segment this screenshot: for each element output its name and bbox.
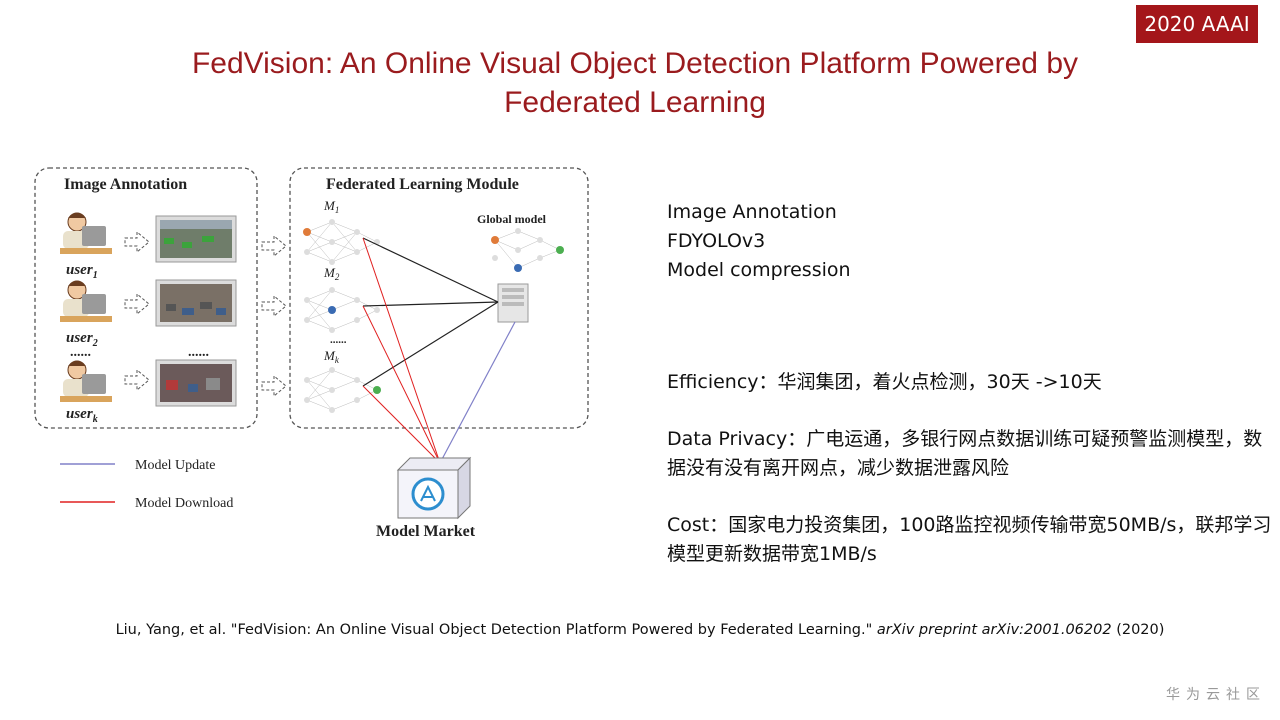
citation-year: (2020): [1111, 622, 1165, 638]
model-download-line: [362, 385, 441, 464]
server-to-market-line: [439, 321, 516, 464]
user-label: user: [66, 330, 93, 346]
feature-item: Model compression: [667, 259, 851, 281]
citation-main: Liu, Yang, et al. "FedVision: An Online …: [115, 622, 877, 638]
svg-text:M1: M1: [323, 198, 339, 215]
image-annotation-panel: [34, 167, 258, 429]
dashed-arrow-icon: [124, 292, 150, 316]
global-model-network: [491, 228, 564, 272]
slide-title: FedVision: An Online Visual Object Detec…: [191, 47, 1079, 119]
feature-list: Image Annotation FDYOLOv3 Model compress…: [667, 198, 851, 285]
local-model-network-k: [304, 367, 381, 413]
user-icon: [60, 280, 112, 322]
user-subscript: k: [93, 414, 98, 425]
user-subscript: 1: [93, 270, 98, 281]
annotated-image-thumbnail: [155, 215, 237, 263]
svg-text:user1: user1: [66, 262, 98, 281]
feature-item: FDYOLOv3: [667, 230, 766, 252]
user-label: user: [66, 262, 93, 278]
model-subscript: 1: [335, 205, 340, 215]
citation: Liu, Yang, et al. "FedVision: An Online …: [0, 622, 1280, 638]
model-update-line: [362, 301, 499, 307]
users-ellipsis: ......: [70, 345, 91, 360]
watermark: 华为云社区: [1166, 687, 1266, 703]
conference-badge: 2020 AAAI: [1136, 5, 1258, 43]
model-label: M: [323, 265, 336, 280]
model-update-line: [362, 301, 499, 387]
svg-text:user2: user2: [66, 330, 98, 349]
legend-update-label: Model Update: [135, 458, 215, 473]
model-market-icon: [396, 456, 472, 520]
legend-download-label: Model Download: [135, 496, 233, 511]
image-annotation-title: Image Annotation: [64, 176, 187, 193]
dashed-arrow-icon: [261, 374, 287, 398]
cost-paragraph: Cost：国家电力投资集团，100路监控视频传输带宽50MB/s，联邦学习模型更…: [667, 514, 1272, 565]
user-row-k: userk: [60, 359, 237, 425]
feature-item: Image Annotation: [667, 201, 837, 223]
annotated-image-thumbnail: [155, 279, 237, 327]
user-row-1: user1: [60, 212, 237, 281]
user-icon: [60, 360, 112, 402]
dashed-arrow-icon: [124, 368, 150, 392]
citation-journal: arXiv preprint arXiv:2001.06202: [876, 622, 1112, 638]
images-ellipsis: ......: [188, 345, 209, 360]
model-market-label: Model Market: [376, 523, 476, 540]
model-label: M: [323, 348, 336, 363]
svg-text:userk: userk: [66, 406, 98, 425]
user-subscript: 2: [92, 338, 98, 349]
model-label: M: [323, 198, 336, 213]
model-subscript: k: [335, 355, 340, 365]
fl-module-title: Federated Learning Module: [326, 176, 519, 193]
local-model-network-1: [303, 219, 380, 265]
svg-text:M2: M2: [323, 265, 340, 282]
model-download-line: [362, 237, 441, 464]
global-model-label: Global model: [477, 212, 547, 226]
models-ellipsis: ......: [330, 334, 347, 346]
dashed-arrow-icon: [261, 234, 287, 258]
privacy-paragraph: Data Privacy：广电运通，多银行网点数据训练可疑预警监测模型，数据没有…: [667, 428, 1263, 479]
svg-text:Mk: Mk: [323, 348, 340, 365]
model-download-line: [362, 305, 441, 464]
annotated-image-thumbnail: [155, 359, 237, 407]
dashed-arrow-icon: [261, 294, 287, 318]
user-row-2: user2: [60, 279, 237, 349]
dashed-arrow-icon: [124, 230, 150, 254]
efficiency-paragraph: Efficiency：华润集团，着火点检测，30天 ->10天: [667, 371, 1102, 393]
local-model-network-2: [304, 287, 380, 333]
model-subscript: 2: [335, 272, 340, 282]
fl-module-panel: [289, 167, 589, 429]
fedvision-diagram: Image Annotation Federated Learning Modu…: [34, 167, 589, 540]
server-icon: [497, 283, 529, 323]
model-update-line: [362, 237, 499, 303]
user-icon: [60, 212, 112, 254]
user-label: user: [66, 406, 93, 422]
